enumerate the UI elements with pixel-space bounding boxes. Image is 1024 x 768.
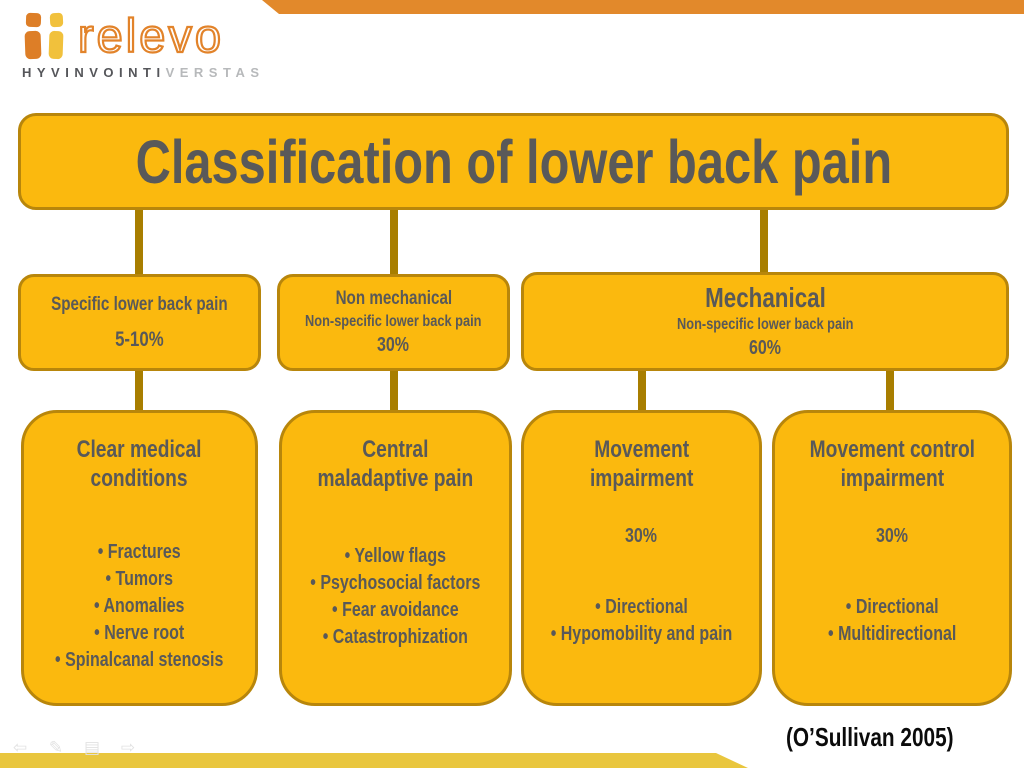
next-slide-icon[interactable]: ⇨ xyxy=(120,738,136,757)
category-subheading: Non-specific lower back pain xyxy=(676,316,854,333)
subcategory-percent: 30% xyxy=(875,525,909,547)
connector-line xyxy=(135,371,143,410)
connector-line xyxy=(390,371,398,410)
subcategory-box-clear-medical: Clear medical conditions Fractures Tumor… xyxy=(21,410,258,706)
bullet-list: Yellow flags Psychosocial factors Fear a… xyxy=(310,543,480,651)
bullet-item: Directional xyxy=(828,594,956,621)
presenter-toolbar: ⇦ ✎ ▤ ⇨ xyxy=(10,738,138,758)
category-percent: 30% xyxy=(377,334,410,356)
connector-line xyxy=(135,210,143,274)
citation-text: (O’Sullivan 2005) xyxy=(786,722,955,752)
bottom-yellow-band xyxy=(0,753,748,768)
logo-wordmark: relevo xyxy=(77,9,225,62)
top-orange-band xyxy=(262,0,1024,14)
bullet-item: Fear avoidance xyxy=(310,597,480,624)
category-heading: Specific lower back pain xyxy=(51,293,228,315)
logo-subtitle-light: VERSTAS xyxy=(165,65,265,80)
bullet-item: Spinalcanal stenosis xyxy=(55,647,223,674)
connector-line xyxy=(390,210,398,274)
relevo-logo: relevo HYVINVOINTIVERSTAS xyxy=(22,9,282,80)
pen-tool-icon[interactable]: ✎ xyxy=(48,738,64,757)
subcategory-box-central-maladaptive: Central maladaptive pain Yellow flags Ps… xyxy=(279,410,512,706)
relevo-logo-icon xyxy=(24,12,64,60)
page-title: Classification of lower back pain xyxy=(135,127,892,196)
bullet-item: Catastrophization xyxy=(310,624,480,651)
category-box-non-mechanical: Non mechanical Non-specific lower back p… xyxy=(277,274,510,371)
subcategory-box-movement-impairment: Movement impairment 30% Directional Hypo… xyxy=(521,410,762,706)
connector-line xyxy=(886,371,894,410)
bullet-item: Psychosocial factors xyxy=(310,570,480,597)
bullet-list: Directional Hypomobility and pain xyxy=(551,594,733,648)
connector-line xyxy=(760,210,768,274)
bullet-item: Hypomobility and pain xyxy=(551,621,733,648)
subcategory-heading: Movement control impairment xyxy=(809,436,975,492)
bullet-item: Nerve root xyxy=(55,620,223,647)
connector-line xyxy=(638,371,646,410)
bullet-list: Directional Multidirectional xyxy=(828,594,956,648)
bullet-list: Fractures Tumors Anomalies Nerve root Sp… xyxy=(55,539,223,674)
previous-slide-icon[interactable]: ⇦ xyxy=(12,738,28,757)
subcategory-box-movement-control-impairment: Movement control impairment 30% Directio… xyxy=(772,410,1012,706)
category-heading: Non mechanical xyxy=(335,288,452,309)
slide-menu-icon[interactable]: ▤ xyxy=(83,738,101,757)
bullet-item: Anomalies xyxy=(55,593,223,620)
category-box-mechanical: Mechanical Non-specific lower back pain … xyxy=(521,272,1009,371)
bullet-item: Yellow flags xyxy=(310,543,480,570)
bullet-item: Fractures xyxy=(55,539,223,566)
subcategory-heading: Clear medical conditions xyxy=(77,436,202,492)
bullet-item: Multidirectional xyxy=(828,621,956,648)
bullet-item: Directional xyxy=(551,594,733,621)
category-percent: 5-10% xyxy=(115,327,164,351)
subcategory-heading: Movement impairment xyxy=(589,436,694,492)
subcategory-percent: 30% xyxy=(625,525,658,547)
category-percent: 60% xyxy=(748,337,782,359)
title-box: Classification of lower back pain xyxy=(18,113,1009,210)
bullet-item: Tumors xyxy=(55,566,223,593)
logo-subtitle-bold: HYVINVOINTI xyxy=(22,65,166,80)
category-box-specific: Specific lower back pain 5-10% xyxy=(18,274,261,371)
logo-subtitle: HYVINVOINTIVERSTAS xyxy=(22,65,282,80)
category-heading: Mechanical xyxy=(704,282,826,313)
category-subheading: Non-specific lower back pain xyxy=(305,313,482,330)
subcategory-heading: Central maladaptive pain xyxy=(317,436,474,492)
